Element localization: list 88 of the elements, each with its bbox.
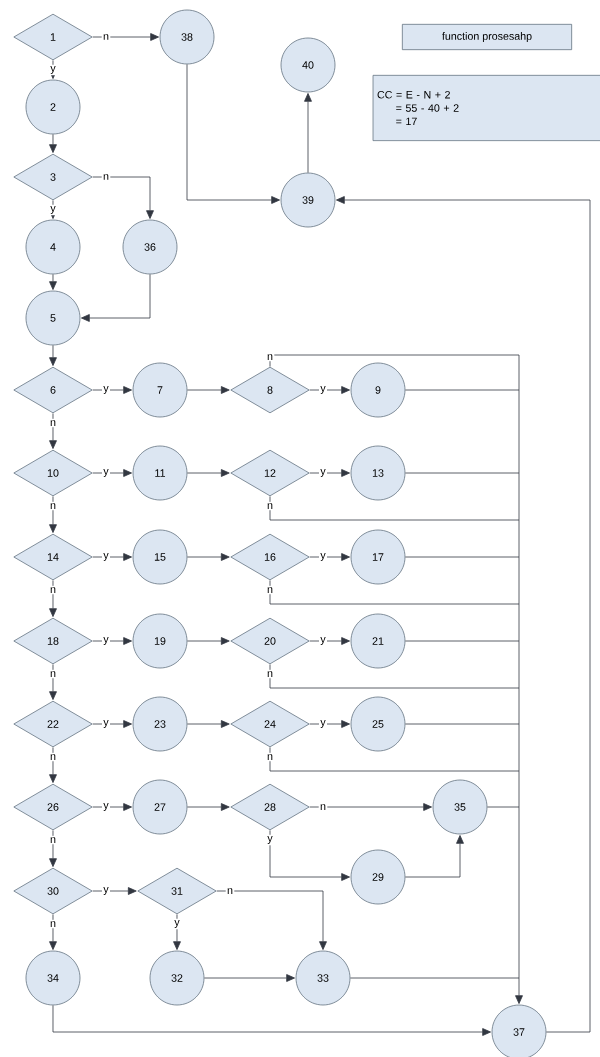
edge-label: n	[265, 352, 275, 362]
arrow	[92, 386, 132, 394]
edge-label: y	[319, 551, 327, 563]
edge-label: y	[266, 834, 274, 846]
arrow	[309, 386, 350, 394]
arrow	[49, 134, 57, 153]
arrow	[309, 803, 432, 811]
arrow	[187, 637, 230, 645]
edge-label: y	[102, 885, 110, 897]
connector-line	[269, 580, 520, 605]
edge-label: y	[319, 384, 327, 396]
connector-line	[350, 977, 520, 979]
connector-line	[405, 472, 520, 474]
arrow	[173, 914, 181, 950]
connector-line	[405, 640, 520, 642]
connector-line	[405, 556, 520, 558]
arrow	[49, 914, 57, 950]
arrow	[49, 496, 57, 533]
edge-label: n	[101, 32, 111, 42]
edge-label: y	[102, 384, 110, 396]
edge-label: y	[49, 64, 57, 76]
arrow	[515, 354, 523, 1004]
connector-line	[269, 354, 520, 367]
arrow	[187, 469, 230, 477]
arrow	[92, 720, 132, 728]
edge-label: n	[265, 501, 275, 511]
edge-label: n	[318, 802, 328, 812]
arrow	[92, 33, 159, 41]
arrow	[92, 887, 137, 895]
formula-box: CC = E - N + 2 = 55 - 40 + 2 = 17	[372, 74, 600, 142]
edge-label: y	[102, 718, 110, 730]
edge-label: n	[265, 669, 275, 679]
arrow	[269, 830, 350, 881]
arrow	[92, 469, 132, 477]
connector-line	[405, 389, 520, 391]
arrow	[52, 1005, 491, 1036]
edge-label: n	[265, 585, 275, 595]
edge-label: n	[48, 585, 58, 595]
arrow	[187, 803, 230, 811]
edge-label: n	[48, 669, 58, 679]
arrow	[92, 803, 132, 811]
edge-label: y	[173, 918, 181, 930]
arrow	[92, 553, 132, 561]
connector-line	[405, 723, 520, 725]
arrow	[186, 64, 280, 204]
connector-line	[487, 806, 520, 808]
arrow	[309, 720, 350, 728]
arrow	[336, 196, 591, 1033]
edge-label: y	[102, 551, 110, 563]
edge-label: y	[102, 635, 110, 647]
edge-label: n	[48, 418, 58, 428]
edge-label: n	[48, 501, 58, 511]
connector-line	[269, 747, 520, 772]
edge-label: n	[265, 752, 275, 762]
arrow	[304, 93, 312, 173]
arrow	[49, 345, 57, 366]
edge-label: y	[102, 467, 110, 479]
arrow	[309, 553, 350, 561]
arrow	[187, 386, 230, 394]
edge-label: y	[49, 204, 57, 216]
arrow	[49, 274, 57, 290]
edge-label: n	[101, 172, 111, 182]
arrow	[92, 637, 132, 645]
arrow	[49, 830, 57, 867]
edge-label: y	[319, 718, 327, 730]
edge-label: n	[48, 835, 58, 845]
edge-label: y	[102, 801, 110, 813]
edge-label: n	[48, 752, 58, 762]
arrow	[187, 553, 230, 561]
arrow	[309, 637, 350, 645]
arrow	[92, 176, 154, 219]
arrow	[49, 580, 57, 617]
arrow	[309, 469, 350, 477]
arrow	[204, 974, 295, 982]
edge-label: n	[225, 886, 235, 896]
connector-line	[269, 664, 520, 689]
edge-label: y	[319, 467, 327, 479]
arrow	[49, 664, 57, 700]
edge-label: n	[48, 919, 58, 929]
connector-line	[269, 496, 520, 521]
arrow	[216, 890, 327, 950]
edge-label: y	[319, 635, 327, 647]
title-box: function prosesahp	[401, 23, 573, 51]
arrow	[405, 835, 464, 878]
arrow	[49, 413, 57, 449]
arrow	[187, 720, 230, 728]
arrow	[81, 274, 151, 322]
arrow	[49, 747, 57, 783]
